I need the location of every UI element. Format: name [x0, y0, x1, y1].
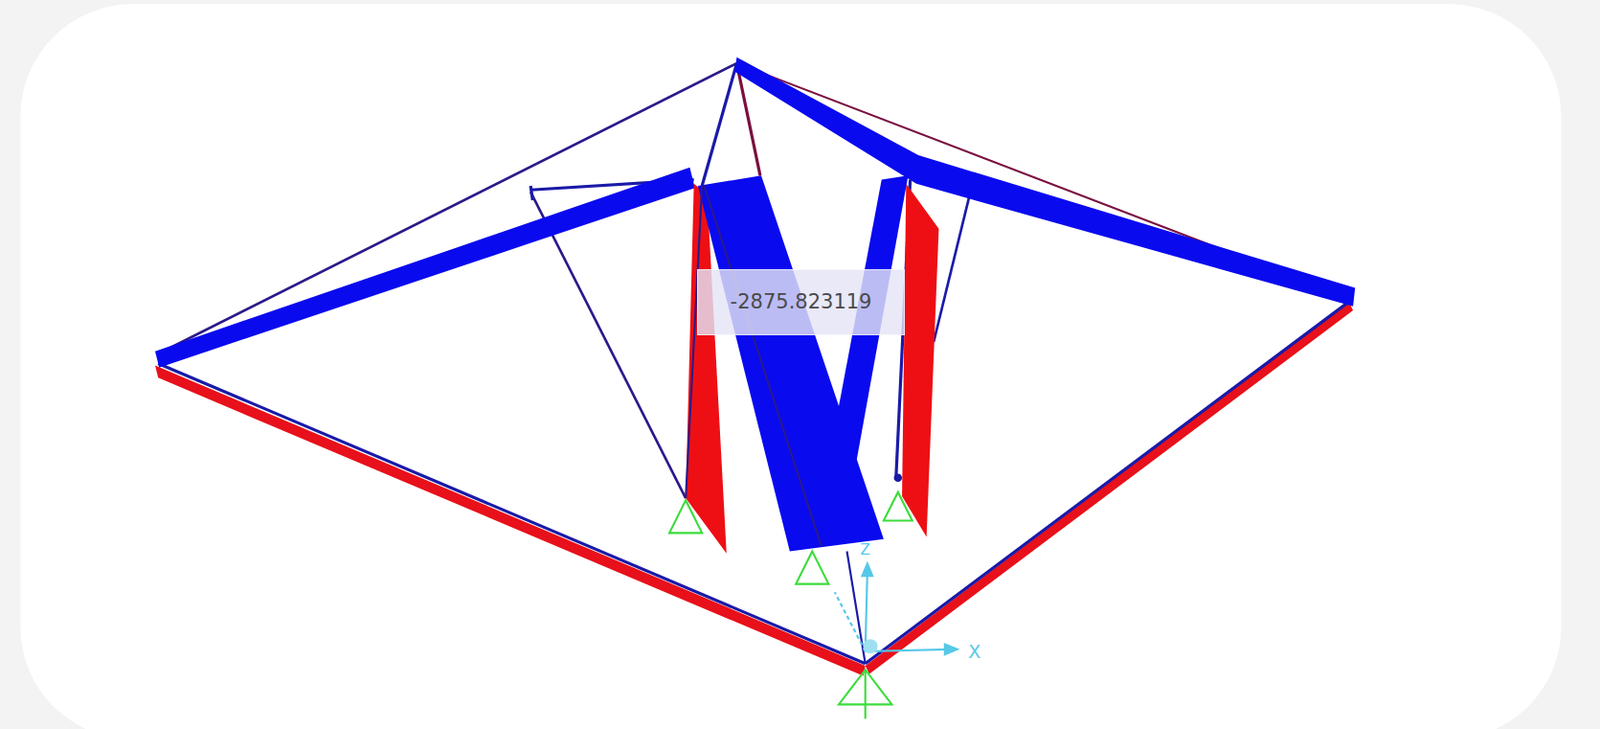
pin-support	[669, 492, 913, 720]
card-ground	[20, 3, 1561, 729]
force-value: -2875.823119	[730, 290, 873, 314]
value-tooltip: -2875.823119	[697, 269, 905, 335]
frame-member	[530, 185, 533, 201]
axis-triad	[834, 563, 958, 654]
force-band	[698, 175, 884, 551]
joint-dot	[894, 473, 903, 483]
frame-member	[933, 196, 970, 342]
frame-member	[703, 185, 822, 546]
frame-member	[865, 299, 1352, 663]
frame-member	[701, 63, 737, 186]
frame-member	[847, 551, 866, 664]
force-band	[865, 301, 1353, 674]
axis-label: X	[968, 640, 981, 662]
force-band	[901, 183, 939, 538]
frame-member	[530, 191, 686, 498]
frame-member	[160, 63, 737, 353]
force-band	[155, 167, 696, 368]
axis-label: Z	[859, 540, 870, 559]
frame-member	[685, 185, 702, 498]
